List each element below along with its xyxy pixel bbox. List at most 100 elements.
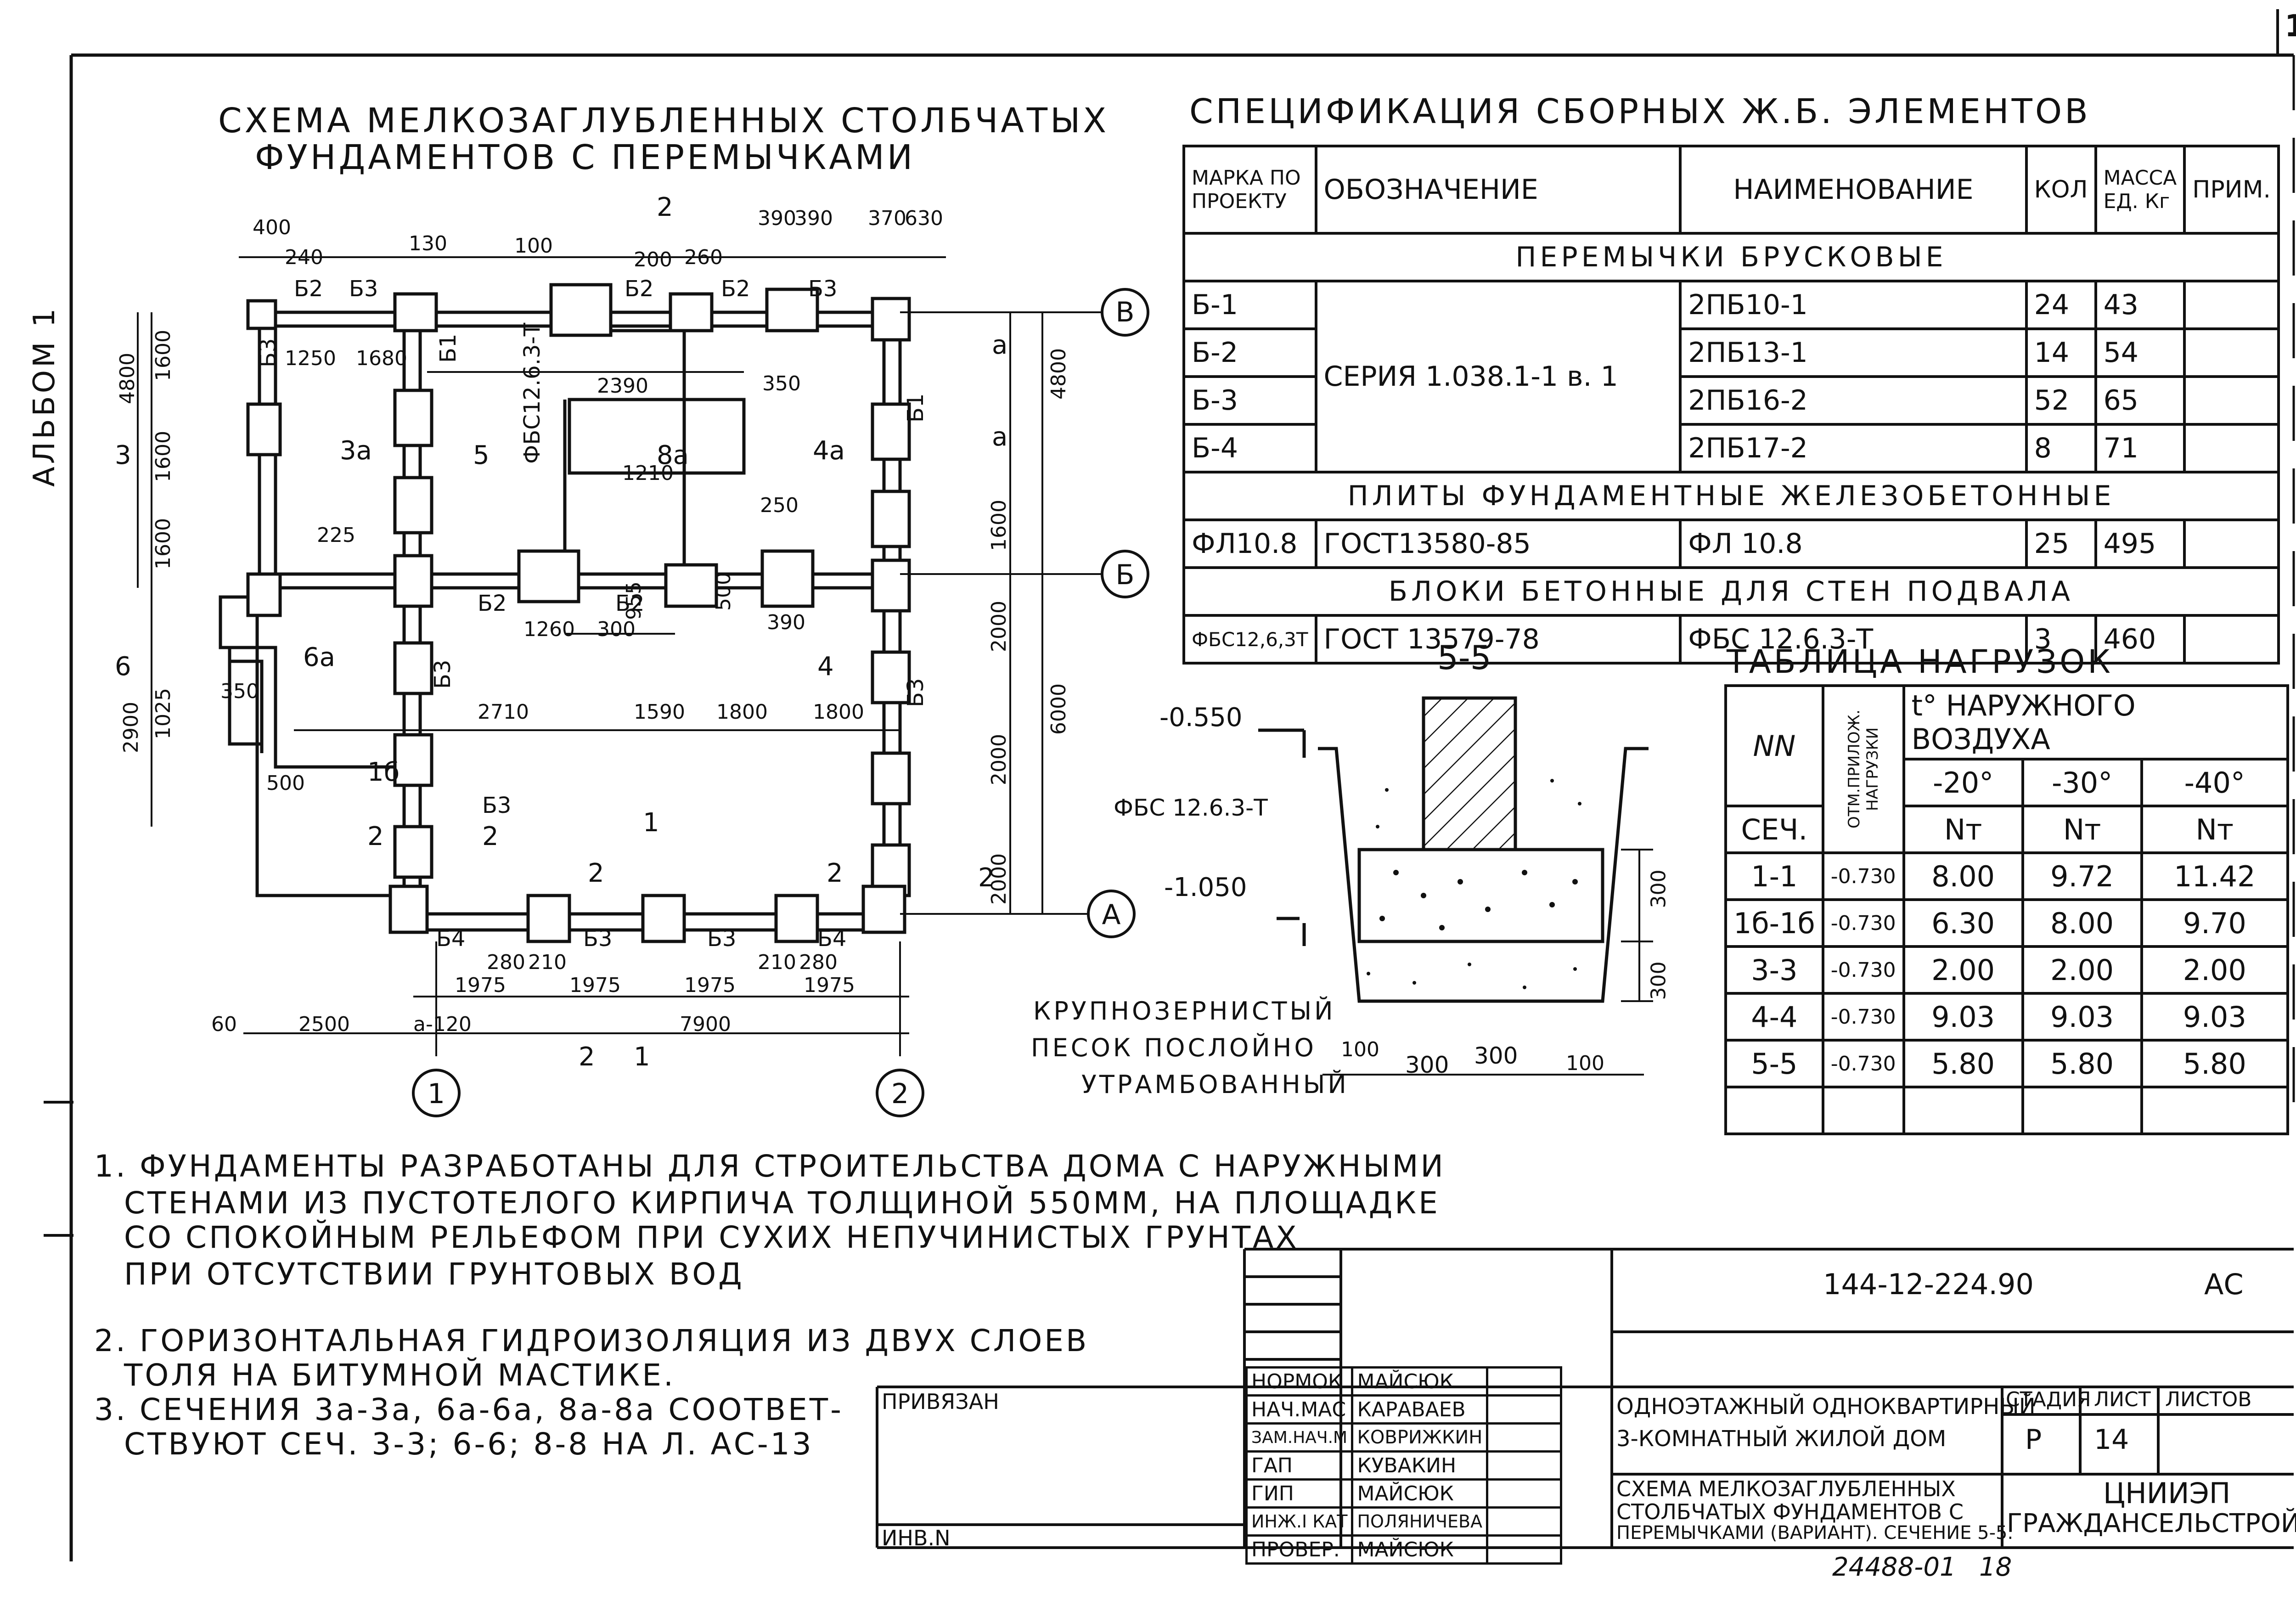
- loads-unit: Nт: [1902, 805, 2024, 854]
- section-mark-3a: 3а: [340, 436, 372, 466]
- beam-b2-mid: Б2: [478, 591, 506, 616]
- loads-row-elev: -0.730: [1821, 851, 1905, 901]
- spec-row-name: 2ПБ10-1: [1679, 280, 2028, 330]
- dim-1250: 1250: [285, 347, 336, 370]
- loads-row-value: 2.00: [1902, 945, 2024, 995]
- dim-260: 260: [684, 246, 723, 269]
- spec-table: МАРКА ПО ПРОЕКТУ ОБОЗНАЧЕНИЕ НАИМЕНОВАНИ…: [1182, 145, 2280, 665]
- dim-500b: 500: [266, 772, 305, 795]
- loads-row-sec: 1б-1б: [1724, 898, 1824, 948]
- section-mark-2-left: 2: [367, 822, 384, 851]
- loads-row-empty: [1724, 1086, 1824, 1135]
- dim-2000a: 2000: [987, 601, 1011, 652]
- section-mark-4a: 4а: [813, 436, 845, 466]
- spec-row-mark: Б-3: [1182, 375, 1317, 426]
- beam-b1-left: Б1: [435, 334, 461, 363]
- dim-250: 250: [760, 494, 799, 517]
- loads-row-value: 5.80: [2140, 1039, 2290, 1088]
- staff-name: МАЙСЮК: [1351, 1478, 1489, 1509]
- dim-2500: 2500: [298, 1013, 350, 1036]
- loads-temp: -40°: [2140, 758, 2290, 807]
- staff-signature: [1486, 1366, 1563, 1397]
- axis-label-1: 1: [428, 1078, 445, 1110]
- beam-b3-top: Б3: [808, 276, 837, 302]
- dim-210b: 210: [758, 951, 796, 974]
- dim-210a: 210: [528, 951, 567, 974]
- building-line2: 3-КОМНАТНЫЙ ЖИЛОЙ ДОМ: [1616, 1426, 1947, 1452]
- dim-955: 955: [622, 581, 646, 620]
- staff-name: МАЙСЮК: [1351, 1366, 1489, 1397]
- stage-value: Р: [2025, 1424, 2042, 1456]
- dim-390a: 390: [758, 207, 796, 230]
- section-title: 5-5: [1437, 638, 1491, 677]
- dim-2390: 2390: [597, 374, 648, 398]
- dim-60: 60: [211, 1013, 237, 1036]
- note-1-line3: СО СПОКОЙНЫМ РЕЛЬЕФОМ ПРИ СУХИХ НЕПУЧИНИ…: [124, 1220, 1299, 1255]
- dim-1590: 1590: [634, 700, 685, 724]
- dim-1975a: 1975: [455, 974, 506, 997]
- spec-row-mark: Б-2: [1182, 327, 1317, 378]
- spec-row-qty: 3: [2025, 614, 2097, 665]
- loads-row-value: 2.00: [2140, 945, 2290, 995]
- building-line1: ОДНОЭТАЖНЫЙ ОДНОКВАРТИРНЫЙ: [1616, 1394, 2036, 1420]
- privyazan-label: ПРИВЯЗАН: [882, 1389, 999, 1414]
- org-line2: ГРАЖДАНСЕЛЬСТРОЙ: [2007, 1509, 2296, 1538]
- loads-row-sec: 4-4: [1724, 992, 1824, 1042]
- dim-1260: 1260: [523, 618, 575, 641]
- beam-fbs-label: ФБС12.6.3-Т: [519, 322, 545, 464]
- staff-signature: [1486, 1450, 1563, 1481]
- spec-row-qty: 24: [2025, 280, 2097, 330]
- loads-row-value: 2.00: [2021, 945, 2143, 995]
- dim-500: 500: [712, 572, 735, 611]
- spec-header-designation: ОБОЗНАЧЕНИЕ: [1314, 145, 1682, 235]
- staff-name: КУВАКИН: [1351, 1450, 1489, 1481]
- dim-280b: 280: [799, 951, 838, 974]
- loads-row-elev: -0.730: [1821, 945, 1905, 995]
- loads-header-nn: NN: [1724, 684, 1824, 807]
- spec-row-mass: 65: [2094, 375, 2186, 426]
- loads-temp: -20°: [1902, 758, 2024, 807]
- spec-row-note: [2183, 280, 2280, 330]
- section-mark-a-mid: а: [992, 422, 1007, 452]
- beam-b3: Б3: [349, 276, 378, 302]
- spec-row-qty: 52: [2025, 375, 2097, 426]
- section-mark-a-top: а: [992, 330, 1007, 360]
- loads-table: NN ОТМ.ПРИЛОЖ. НАГРУЗКИ t° НАРУЖНОГО ВОЗ…: [1724, 684, 2290, 1135]
- dim-280a: 280: [487, 951, 525, 974]
- staff-signature: [1486, 1534, 1563, 1565]
- note-2-line1: 2. ГОРИЗОНТАЛЬНАЯ ГИДРОИЗОЛЯЦИЯ ИЗ ДВУХ …: [94, 1323, 1089, 1358]
- staff-name: ПОЛЯНИЧЕВА: [1351, 1506, 1489, 1537]
- dim-100: 100: [514, 234, 553, 258]
- dim-630b: 630: [905, 207, 943, 230]
- section-mark-4: 4: [817, 652, 834, 682]
- loads-row-elev: -0.730: [1821, 1039, 1905, 1088]
- dim-100-left: 100: [1341, 1038, 1379, 1061]
- beam-b3-left-vert: Б3: [255, 338, 281, 367]
- loads-row-empty: [2140, 1086, 2290, 1135]
- spec-row-qty: 8: [2025, 423, 2097, 473]
- dim-300-left: 300: [1405, 1052, 1449, 1078]
- section-5-5-drawing: [1258, 696, 1653, 1076]
- sheets-header: ЛИСТОВ: [2165, 1388, 2252, 1411]
- section-mark-2-mid: 2: [482, 822, 499, 851]
- archive-number: 24488-01: [1832, 1552, 1956, 1582]
- spec-row-note: [2183, 327, 2280, 378]
- section-mark-5: 5: [473, 440, 490, 470]
- loads-temp: -30°: [2021, 758, 2143, 807]
- beam-b4-right: Б4: [817, 926, 846, 952]
- spec-row-designation: ГОСТ 13579-78: [1314, 614, 1682, 665]
- dim-225: 225: [317, 524, 355, 547]
- staff-signature: [1486, 1478, 1563, 1509]
- section-mark-2-top: 2: [657, 192, 673, 222]
- loads-row-value: 8.00: [2021, 898, 2143, 948]
- staff-name: МАЙСЮК: [1351, 1534, 1489, 1565]
- beam-b3-vert: Б3: [430, 660, 456, 689]
- spec-row-name: 2ПБ17-2: [1679, 423, 2028, 473]
- org-line1: ЦНИИЭП: [2103, 1476, 2231, 1510]
- spec-row-name: 2ПБ13-1: [1679, 327, 2028, 378]
- loads-row-value: 5.80: [1902, 1039, 2024, 1088]
- dim-2000b: 2000: [987, 734, 1011, 785]
- dim-390-mid: 390: [767, 611, 805, 634]
